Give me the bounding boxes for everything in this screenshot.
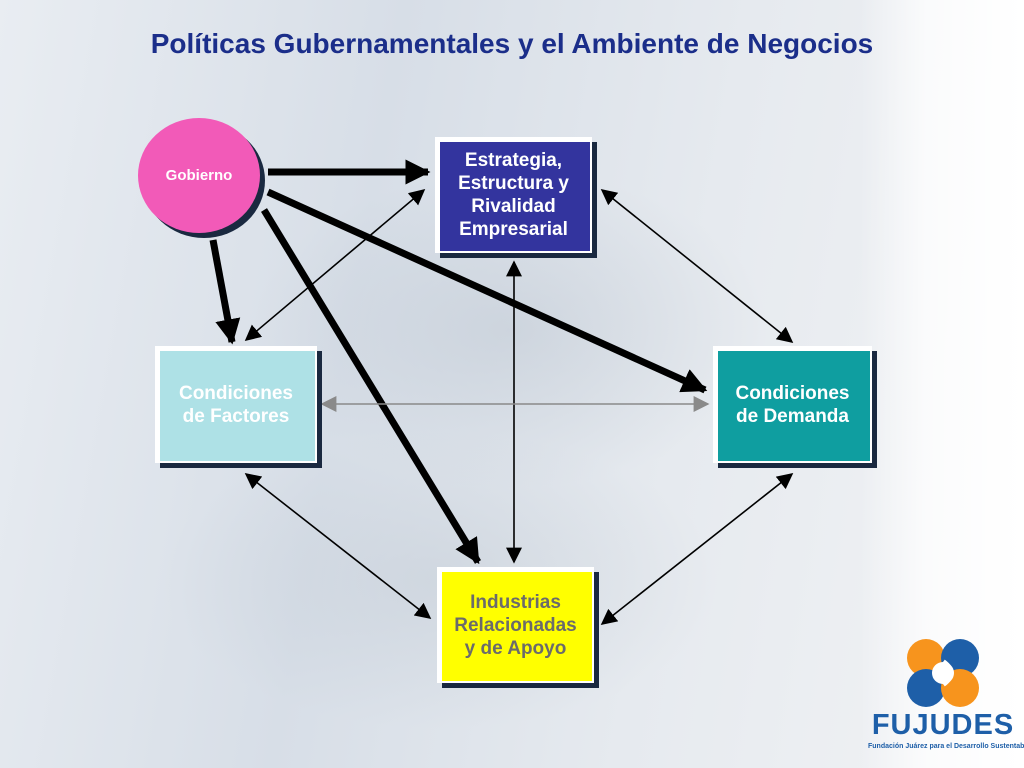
arrow-factores-apoyo	[244, 473, 432, 619]
node-estrategia: Estrategia, Estructura y Rivalidad Empre…	[435, 137, 592, 253]
node-factores-label: Condiciones de Factores	[178, 382, 293, 427]
node-apoyo-label: Industrias Relacionadas y de Apoyo	[454, 591, 577, 659]
node-demanda-label: Condiciones de Demanda	[735, 382, 850, 427]
node-demanda: Condiciones de Demanda	[713, 346, 872, 463]
node-estrategia-label: Estrategia, Estructura y Rivalidad Empre…	[458, 150, 569, 240]
node-gobierno-label: Gobierno	[165, 167, 233, 184]
slide-title: Políticas Gubernamentales y el Ambiente …	[150, 28, 874, 59]
fujudes-logo: FUJUDES Fundación Juárez para el Desarro…	[868, 636, 1024, 761]
fujudes-logo-icon	[907, 639, 979, 707]
arrow-estrategia-factores	[244, 188, 426, 342]
node-factores: Condiciones de Factores	[155, 346, 317, 463]
arrow-demanda-apoyo	[600, 473, 794, 625]
background-fade	[860, 0, 1024, 768]
node-gobierno: Gobierno	[138, 118, 260, 233]
logo-name: FUJUDES	[871, 709, 1015, 741]
node-apoyo: Industrias Relacionadas y de Apoyo	[437, 567, 594, 683]
arrow-gobierno-factores	[209, 239, 241, 345]
logo-subtitle: Fundación Juárez para el Desarrollo Sust…	[868, 743, 1024, 750]
arrow-estrategia-demanda	[600, 189, 794, 343]
